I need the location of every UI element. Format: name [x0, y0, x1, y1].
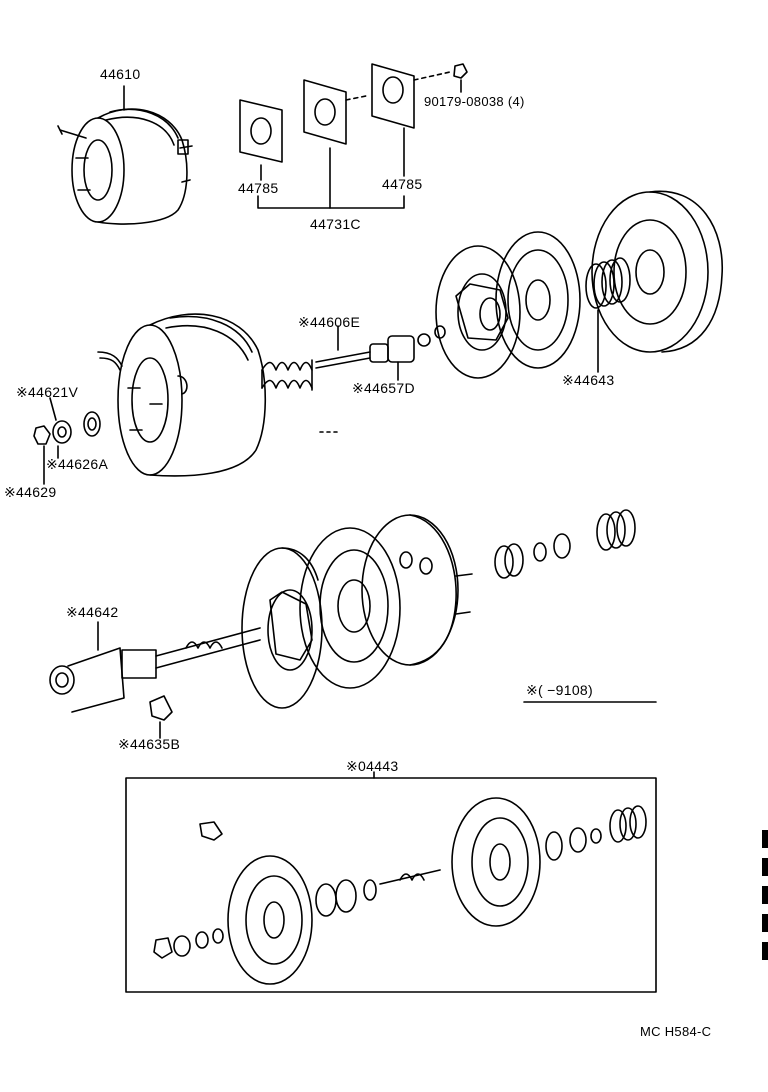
callout-44610: 44610	[100, 66, 141, 82]
front-housing-plate	[361, 514, 473, 666]
callout-04443: ※04443	[346, 758, 399, 774]
diagram-code: MC H584-C	[640, 1024, 712, 1039]
valve-plunger-44657d	[369, 325, 446, 381]
front-shell	[591, 190, 723, 353]
callout-bracket-44731c	[257, 195, 405, 209]
callout-44621v: ※44621V	[16, 384, 79, 400]
callout-44785-right: 44785	[382, 176, 423, 192]
callout-44731c: 44731C	[310, 216, 361, 232]
diaphragm-disc	[495, 231, 581, 369]
kit-disc-right	[451, 797, 541, 927]
seal-washer-small-parts	[33, 397, 341, 485]
kit-small-parts	[153, 805, 647, 959]
key-clip-44635b	[149, 695, 173, 739]
edge-mark-4	[762, 914, 768, 932]
callout-44642: ※44642	[66, 604, 119, 620]
kit-disc-left	[227, 855, 313, 985]
callout-44626a: ※44626A	[46, 456, 109, 472]
callout-44635b: ※44635B	[118, 736, 181, 752]
kit-04443-frame	[125, 777, 657, 993]
gasket-44731c-center	[303, 79, 367, 209]
nut-90179	[453, 63, 468, 93]
callout-44629: ※44629	[4, 484, 57, 500]
booster-body-main	[97, 313, 267, 477]
applicability-note: ※( −9108)	[526, 682, 593, 698]
gasket-44785-right	[371, 63, 451, 177]
callout-44606e: ※44606E	[298, 314, 361, 330]
callout-44657d: ※44657D	[352, 380, 415, 396]
gasket-44785-left	[239, 99, 283, 181]
callout-44643: ※44643	[562, 372, 615, 388]
boot-spring-rod-44606e	[261, 325, 371, 391]
edge-mark-5	[762, 942, 768, 960]
edge-mark-1	[762, 830, 768, 848]
rear-shell-plate	[435, 245, 521, 379]
edge-mark-3	[762, 886, 768, 904]
seal-rings-right	[494, 509, 636, 579]
edge-mark-2	[762, 858, 768, 876]
booster-assembly-44610	[57, 85, 193, 225]
valve-body-44642	[49, 621, 261, 713]
callout-90179-08038: 90179-08038 (4)	[424, 94, 525, 109]
diaphragm-plate-lower	[299, 527, 401, 689]
rear-housing-plate	[241, 547, 323, 709]
callout-44785-left: 44785	[238, 180, 279, 196]
